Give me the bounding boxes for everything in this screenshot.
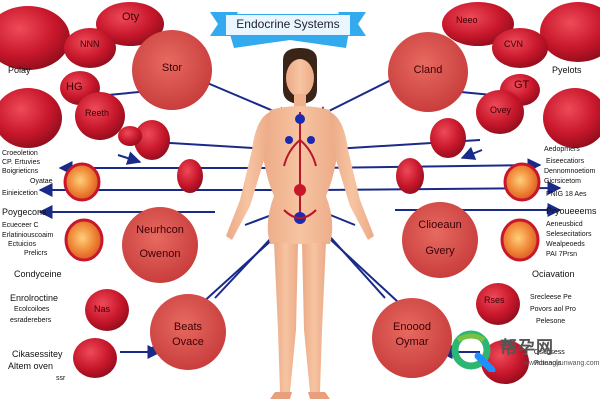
node-right-middle-label-2: Gvery <box>425 245 455 257</box>
side-label: Gicrsicetom <box>544 178 581 185</box>
organ-blob <box>75 92 125 140</box>
side-label: Ecueceer C <box>2 222 39 229</box>
side-label: Erlatiniouscoaim <box>2 232 54 239</box>
side-label: Boigrieticns <box>2 168 39 175</box>
organ-blob <box>118 126 142 146</box>
side-label: Selesecitatiors <box>546 231 592 238</box>
side-label: Enrolroctine <box>10 293 59 303</box>
side-label: Croeoletion <box>2 150 38 157</box>
gland-blob <box>64 218 104 262</box>
organ-label: Neeo <box>456 15 478 25</box>
side-label: Pelesone <box>536 318 566 325</box>
side-label: CP. Ertuvies <box>2 159 40 166</box>
side-label: Einieicetion <box>2 190 38 197</box>
side-label: Wealpeoeds <box>546 241 585 248</box>
side-label: PAI 7Prsn <box>546 251 577 258</box>
organ-blob <box>543 88 600 148</box>
gland-blob <box>500 218 540 262</box>
organ-blob <box>134 120 170 160</box>
organ-blob <box>64 28 116 68</box>
organ-blob <box>476 90 524 134</box>
node-right-middle-label-1: Clioeaun <box>418 219 462 231</box>
node-left-bottom-label-1: Beats <box>173 321 203 333</box>
organ-blob <box>96 2 164 46</box>
side-label: Aedopmers <box>544 146 580 153</box>
organ-label: HG <box>66 81 83 93</box>
body-figure <box>226 48 374 399</box>
organ-blob <box>0 88 62 148</box>
side-label: Srecleese Pe <box>530 294 572 301</box>
side-label: Pyelots <box>552 65 582 75</box>
orange-glands <box>63 162 541 262</box>
watermark-url: www.bangyunwang.com <box>524 360 600 367</box>
side-label: Ecolcoiloes <box>14 306 50 313</box>
organ-label: Rses <box>484 295 505 305</box>
organ-blob <box>430 118 466 158</box>
node-circles <box>122 30 478 378</box>
side-label: Oyatae <box>30 178 53 185</box>
gland-blob <box>503 162 541 202</box>
node-right-top-label: Cland <box>413 64 443 76</box>
side-label: Condyceine <box>14 269 62 279</box>
node-right-bottom-label-2: Oymar <box>395 336 429 348</box>
organ-blob <box>442 2 514 46</box>
node-right-bottom <box>372 298 452 378</box>
side-label: ssr <box>56 375 66 382</box>
side-label: Eiseecatiors <box>546 158 585 165</box>
side-label: Pryoueeems <box>546 206 597 216</box>
side-label: Prelicrs <box>24 250 48 257</box>
node-left-middle-label-2: Owenon <box>139 248 181 260</box>
side-label: Aeneusbicd <box>546 221 583 228</box>
organ-blob <box>492 28 548 68</box>
node-left-bottom-label-2: Ovace <box>172 336 204 348</box>
side-label: Cikasessitey <box>12 349 63 359</box>
side-label: Poteaols <box>534 360 562 367</box>
organ-label: CVN <box>504 39 524 49</box>
side-label: PNIG 18 Aes <box>546 191 587 198</box>
node-left-top <box>132 30 212 110</box>
node-right-bottom-label-1: Enoood <box>393 321 431 333</box>
node-left-bottom <box>150 294 226 370</box>
organ-blob <box>73 338 117 378</box>
organ-blob <box>85 289 129 331</box>
node-right-top <box>388 32 468 112</box>
node-left-top-label: Stor <box>161 62 183 74</box>
side-label: Polay <box>8 65 31 75</box>
side-label: Ectuicios <box>8 241 37 248</box>
node-left-middle-label-1: Neurhcon <box>136 224 184 236</box>
watermark-logo-icon <box>451 330 496 372</box>
node-right-middle <box>402 202 478 278</box>
side-label: Ociavation <box>532 269 575 279</box>
organ-blobs-left <box>0 2 203 378</box>
title-banner <box>210 12 366 48</box>
organ-blob <box>481 340 529 384</box>
side-label: Altem oven <box>8 361 54 371</box>
node-left-middle <box>122 207 198 283</box>
organ-label: Reeth <box>85 108 110 118</box>
organ-blob <box>0 6 70 70</box>
side-label: Osutisess <box>534 349 565 356</box>
organ-label: NNN <box>80 39 100 49</box>
side-label: Dennomnoetiom <box>544 168 596 175</box>
watermark-text: 帮孕网 <box>500 338 554 357</box>
organ-label: Nas <box>94 304 111 314</box>
organ-label: GT <box>514 79 530 91</box>
gland-blob <box>63 162 101 202</box>
organ-blob <box>396 158 424 194</box>
organ-blob <box>476 283 520 325</box>
side-label: Povors aol Pro <box>530 306 576 313</box>
side-label: Poygecons <box>2 207 47 217</box>
side-label: esraderebers <box>10 317 52 324</box>
organ-label: Oty <box>122 11 140 23</box>
organ-blobs-right <box>396 2 600 384</box>
diagram-title: Endocrine Systems <box>236 17 340 31</box>
organ-blob <box>540 2 600 62</box>
organ-label: Ovey <box>490 105 512 115</box>
organ-blob <box>177 159 203 193</box>
